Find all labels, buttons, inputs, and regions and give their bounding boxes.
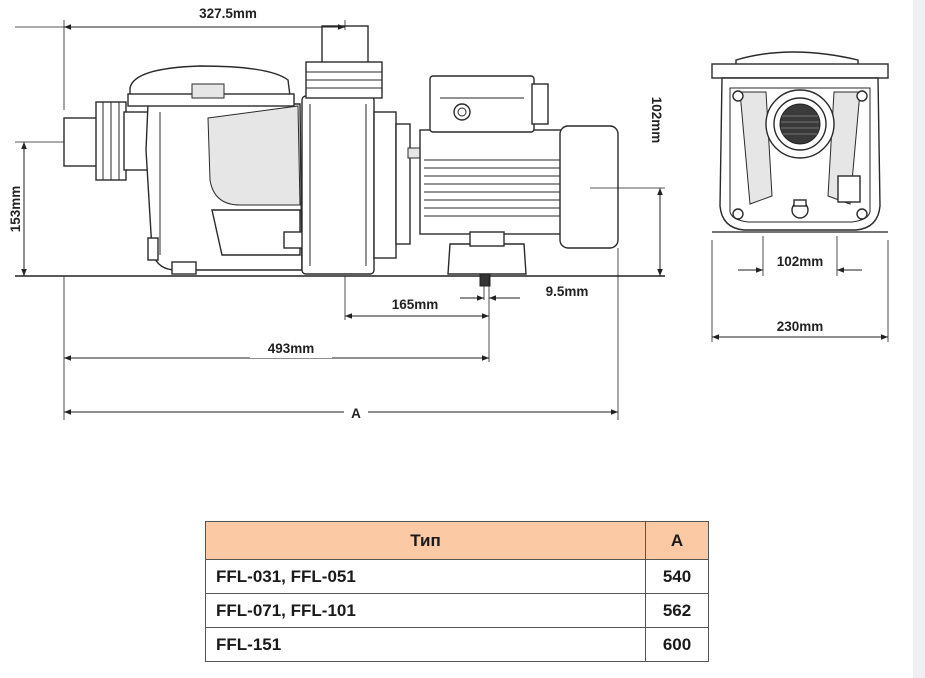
dim-top-length: 327.5mm — [199, 6, 257, 21]
window-edge — [913, 0, 925, 678]
table-row: FFL-031, FFL-051 540 — [205, 559, 709, 594]
cell-a: 562 — [645, 593, 709, 628]
table-row: FFL-071, FFL-101 562 — [205, 593, 709, 628]
cell-type: FFL-151 — [205, 627, 646, 662]
pump-front-view — [711, 51, 889, 233]
motor-foot — [447, 243, 527, 275]
terminal-box — [429, 75, 535, 133]
cell-a: 600 — [645, 627, 709, 662]
table-header-row: Тип A — [205, 521, 709, 560]
dim-front-foot-spacing: 102mm — [777, 254, 824, 269]
cell-type: FFL-031, FFL-051 — [205, 559, 646, 594]
outlet-pipe — [321, 25, 369, 65]
cell-type: FFL-071, FFL-101 — [205, 593, 646, 628]
front-lid — [711, 63, 889, 79]
dim-right-height: 102mm — [649, 97, 664, 144]
dim-base-length: 493mm — [268, 341, 315, 356]
pump-volute — [301, 95, 375, 275]
motor-end-cap — [559, 125, 619, 249]
dim-left-height: 153mm — [8, 186, 23, 233]
front-dimensions: 102mm 230mm — [711, 236, 889, 342]
table-row: FFL-151 600 — [205, 627, 709, 662]
model-table: Тип A FFL-031, FFL-051 540 FFL-071, FFL-… — [205, 521, 709, 662]
seal-plate — [373, 111, 397, 259]
pump-side-view — [15, 25, 665, 287]
dim-front-width: 230mm — [777, 319, 824, 334]
flow-chamber — [207, 105, 301, 206]
motor-fins — [424, 159, 560, 217]
dim-foot-spacing: 165mm — [392, 297, 439, 312]
header-type: Тип — [205, 521, 646, 560]
motor-body — [419, 129, 565, 235]
inlet-pipe — [63, 117, 101, 167]
dim-overall-a: A — [351, 406, 361, 421]
strainer-lid — [129, 65, 291, 97]
cell-a: 540 — [645, 559, 709, 594]
side-dimensions: 327.5mm 153mm 102mm 165mm 9.5mm 493mm A — [8, 6, 665, 422]
lid-handle — [191, 83, 225, 99]
dim-foot-bolt: 9.5mm — [546, 284, 589, 299]
header-a: A — [645, 521, 709, 560]
